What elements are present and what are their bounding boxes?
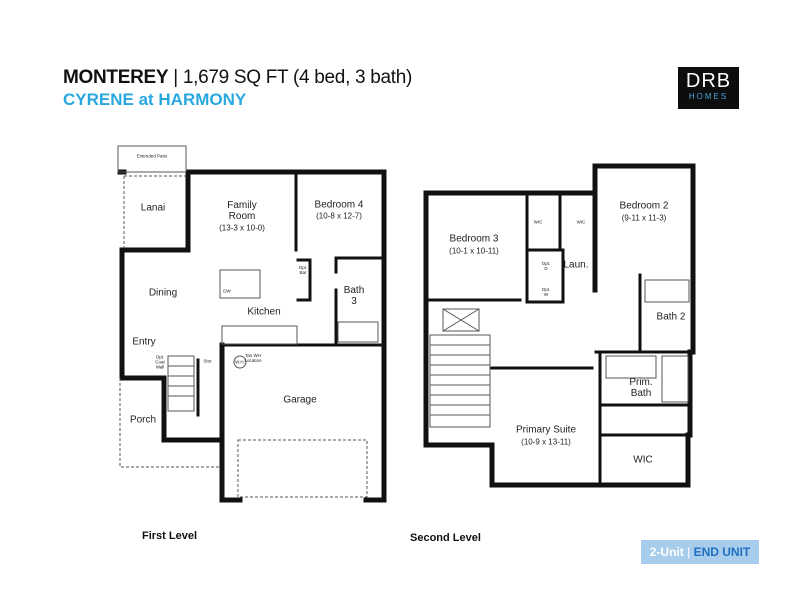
first-level-label: First Level <box>142 530 198 542</box>
badge-unit-position: END UNIT <box>693 545 751 559</box>
badge-separator: | <box>687 545 691 559</box>
room-garage: Garage <box>283 394 317 406</box>
room-bedroom-3: Bedroom 3 <box>449 233 499 245</box>
room-primary-bath: Prim. Bath <box>629 377 653 399</box>
badge-unit-count: 2-Unit <box>649 545 684 559</box>
plan-title: MONTEREY | 1,679 SQ FT (4 bed, 3 bath) <box>63 67 412 89</box>
room-porch: Porch <box>129 414 157 426</box>
bedroom-3-dimensions: (10-1 x 10-11) <box>449 246 499 256</box>
room-bath-2: Bath 2 <box>656 311 686 323</box>
attic-access <box>442 308 480 332</box>
bathtub-bath3 <box>337 321 379 343</box>
first-level-details <box>117 145 379 498</box>
room-extended-patio: Extended Patio <box>136 153 168 159</box>
shower <box>661 355 689 403</box>
wic-primary: WIC <box>633 454 653 466</box>
title-separator: | <box>173 67 178 88</box>
water-heater <box>233 355 247 369</box>
extended-patio-outline <box>117 145 187 173</box>
family-room-dimensions: (13-3 x 10-0) <box>219 223 265 233</box>
water-heater-location-label: Tan WH Location <box>244 353 262 363</box>
opt-coat-wall-label: Opt. Coat Wall <box>155 354 165 370</box>
logo-text: DRB <box>685 70 732 92</box>
opt-dryer-label: Opt. D <box>541 261 551 271</box>
garage-door <box>237 439 368 498</box>
logo-subtext: HOMES <box>688 92 729 101</box>
room-family-room: Family Room <box>227 200 257 222</box>
porch-outline <box>119 378 221 468</box>
room-bedroom-2: Bedroom 2 <box>619 200 669 212</box>
storage-label: Stor. <box>203 358 213 364</box>
room-bath-3: Bath 3 <box>343 285 365 307</box>
dishwasher-label: DW <box>223 288 231 294</box>
unit-type-badge: 2-Unit | END UNIT <box>641 540 759 564</box>
double-vanity <box>605 355 657 379</box>
second-level-walls <box>423 163 696 488</box>
bedroom-4-dimensions: (10-8 x 12-7) <box>316 211 362 221</box>
kitchen-counter <box>221 325 298 345</box>
model-name: MONTEREY <box>63 67 169 88</box>
primary-suite-dimensions: (10-9 x 13-11) <box>521 437 571 447</box>
room-laundry: Laun. <box>563 259 589 271</box>
room-kitchen: Kitchen <box>247 306 281 318</box>
stairs-second <box>429 334 491 428</box>
second-level-label: Second Level <box>410 532 481 544</box>
opt-washer-label: Opt. W <box>541 287 551 297</box>
plan-details: 1,679 SQ FT (4 bed, 3 bath) <box>182 67 413 88</box>
bedroom-2-dimensions: (9-11 x 11-3) <box>621 213 667 223</box>
opt-bar-label: Opt. Bar <box>298 265 308 275</box>
second-level-details <box>429 279 690 428</box>
community-name: CYRENE at HARMONY <box>63 90 247 109</box>
wic-bedroom-2: WIC <box>576 219 586 225</box>
water-heater-label: W.H. <box>235 359 245 365</box>
kitchen-island <box>219 269 261 299</box>
room-lanai: Lanai <box>140 202 166 214</box>
room-entry: Entry <box>132 336 156 348</box>
drb-homes-logo: DRB HOMES <box>678 67 739 109</box>
room-dining: Dining <box>148 287 178 299</box>
stairs-first <box>167 355 195 412</box>
bathtub-bath2 <box>644 279 690 303</box>
room-bedroom-4: Bedroom 4 <box>314 199 364 211</box>
wic-bedroom-3: WIC <box>533 219 543 225</box>
room-primary-suite: Primary Suite <box>515 424 577 436</box>
